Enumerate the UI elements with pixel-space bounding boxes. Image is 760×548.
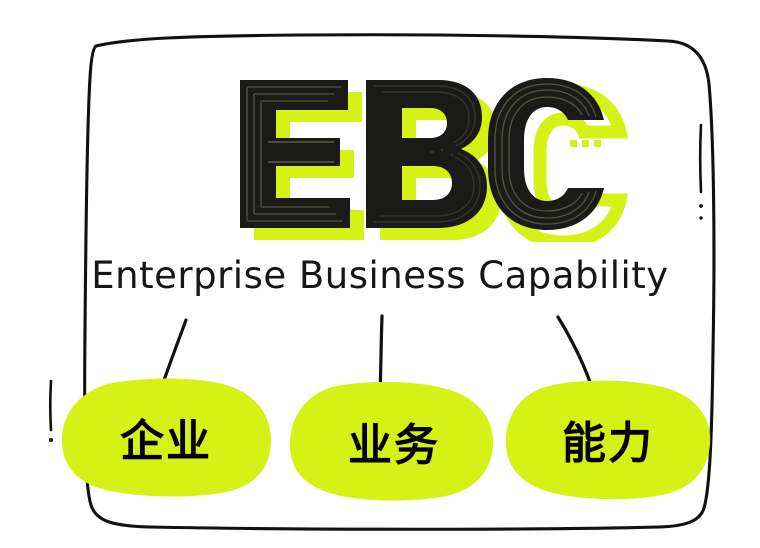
bubble-enterprise-label: 企业 (120, 416, 212, 467)
bubble-capability[interactable]: 能力 (500, 378, 716, 500)
bubble-capability-label: 能力 (562, 418, 654, 469)
letter-E (240, 80, 350, 228)
bubble-business[interactable]: 业务 (286, 380, 502, 502)
bubble-enterprise-shape (61, 378, 272, 497)
bubble-business-shape (289, 382, 494, 501)
frame-tick-left (48, 379, 53, 432)
letter-B (366, 80, 487, 228)
ebc-wordmark (0, 62, 760, 242)
frame-dot-left (49, 438, 53, 442)
bubble-capability-shape (505, 380, 711, 500)
letter-C (488, 78, 604, 230)
ebc-wordmark-svg (240, 78, 629, 242)
subtitle-text: Enterprise Business Capability (91, 254, 669, 297)
wordmark-letters-layer (240, 78, 604, 230)
bubble-enterprise[interactable]: 企业 (58, 376, 274, 498)
bubble-business-label: 业务 (348, 420, 440, 471)
